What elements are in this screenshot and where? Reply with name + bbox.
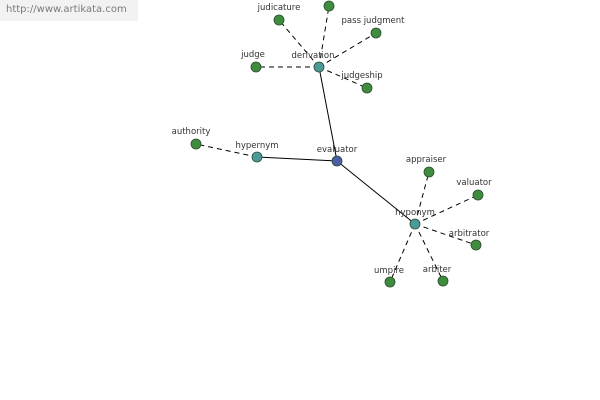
site-url[interactable]: http://www.artikata.com (6, 4, 127, 15)
label-hypernym[interactable]: hypernym (235, 141, 278, 151)
node-judgeship[interactable] (361, 82, 373, 94)
node-pass-judgment[interactable] (370, 27, 382, 39)
edge-evaluator-derivation (318, 66, 338, 162)
edge-hyponym-valuator (414, 194, 479, 225)
edge-evaluator-hypernym (256, 156, 338, 162)
watermark-bar: http://www.artikata.com (0, 0, 138, 21)
label-evaluator[interactable]: evaluator (317, 145, 358, 155)
node-authority[interactable] (190, 138, 202, 150)
label-judge[interactable]: judge (240, 50, 265, 60)
nodes-layer (190, 0, 484, 288)
label-valuator[interactable]: valuator (456, 178, 492, 188)
node-derivation[interactable] (313, 61, 325, 73)
node-unlabeled-top[interactable] (323, 0, 335, 12)
label-appraiser[interactable]: appraiser (406, 155, 447, 165)
node-arbiter[interactable] (437, 275, 449, 287)
edge-hyponym-umpire (389, 223, 416, 283)
label-derivation[interactable]: derivation (291, 51, 334, 61)
node-hyponym[interactable] (409, 218, 421, 230)
node-umpire[interactable] (384, 276, 396, 288)
label-pass-judgment[interactable]: pass judgment (342, 16, 406, 26)
node-hypernym[interactable] (251, 151, 263, 163)
label-hyponym[interactable]: hyponym (395, 208, 435, 218)
edge-hyponym-arbiter (414, 223, 444, 282)
node-valuator[interactable] (472, 189, 484, 201)
edge-hyponym-arbitrator (414, 223, 477, 246)
label-authority[interactable]: authority (172, 127, 211, 137)
node-judge[interactable] (250, 61, 262, 73)
label-arbitrator[interactable]: arbitrator (449, 229, 490, 239)
edges-layer (195, 5, 479, 283)
edge-derivation-judicature (278, 19, 320, 68)
node-evaluator[interactable] (331, 155, 343, 167)
label-umpire[interactable]: umpire (374, 266, 404, 276)
label-judicature[interactable]: judicature (257, 3, 301, 13)
label-judgeship[interactable]: judgeship (340, 71, 382, 81)
node-appraiser[interactable] (423, 166, 435, 178)
edge-hypernym-authority (195, 143, 258, 158)
edge-derivation-pass-judgment (318, 32, 377, 68)
labels-layer: evaluator derivation hypernym hyponym judica… (172, 3, 492, 276)
node-judicature[interactable] (273, 14, 285, 26)
node-arbitrator[interactable] (470, 239, 482, 251)
edge-evaluator-hyponym (336, 160, 416, 225)
label-arbiter[interactable]: arbiter (423, 265, 452, 275)
edge-derivation-unlabeled-top (318, 5, 330, 68)
